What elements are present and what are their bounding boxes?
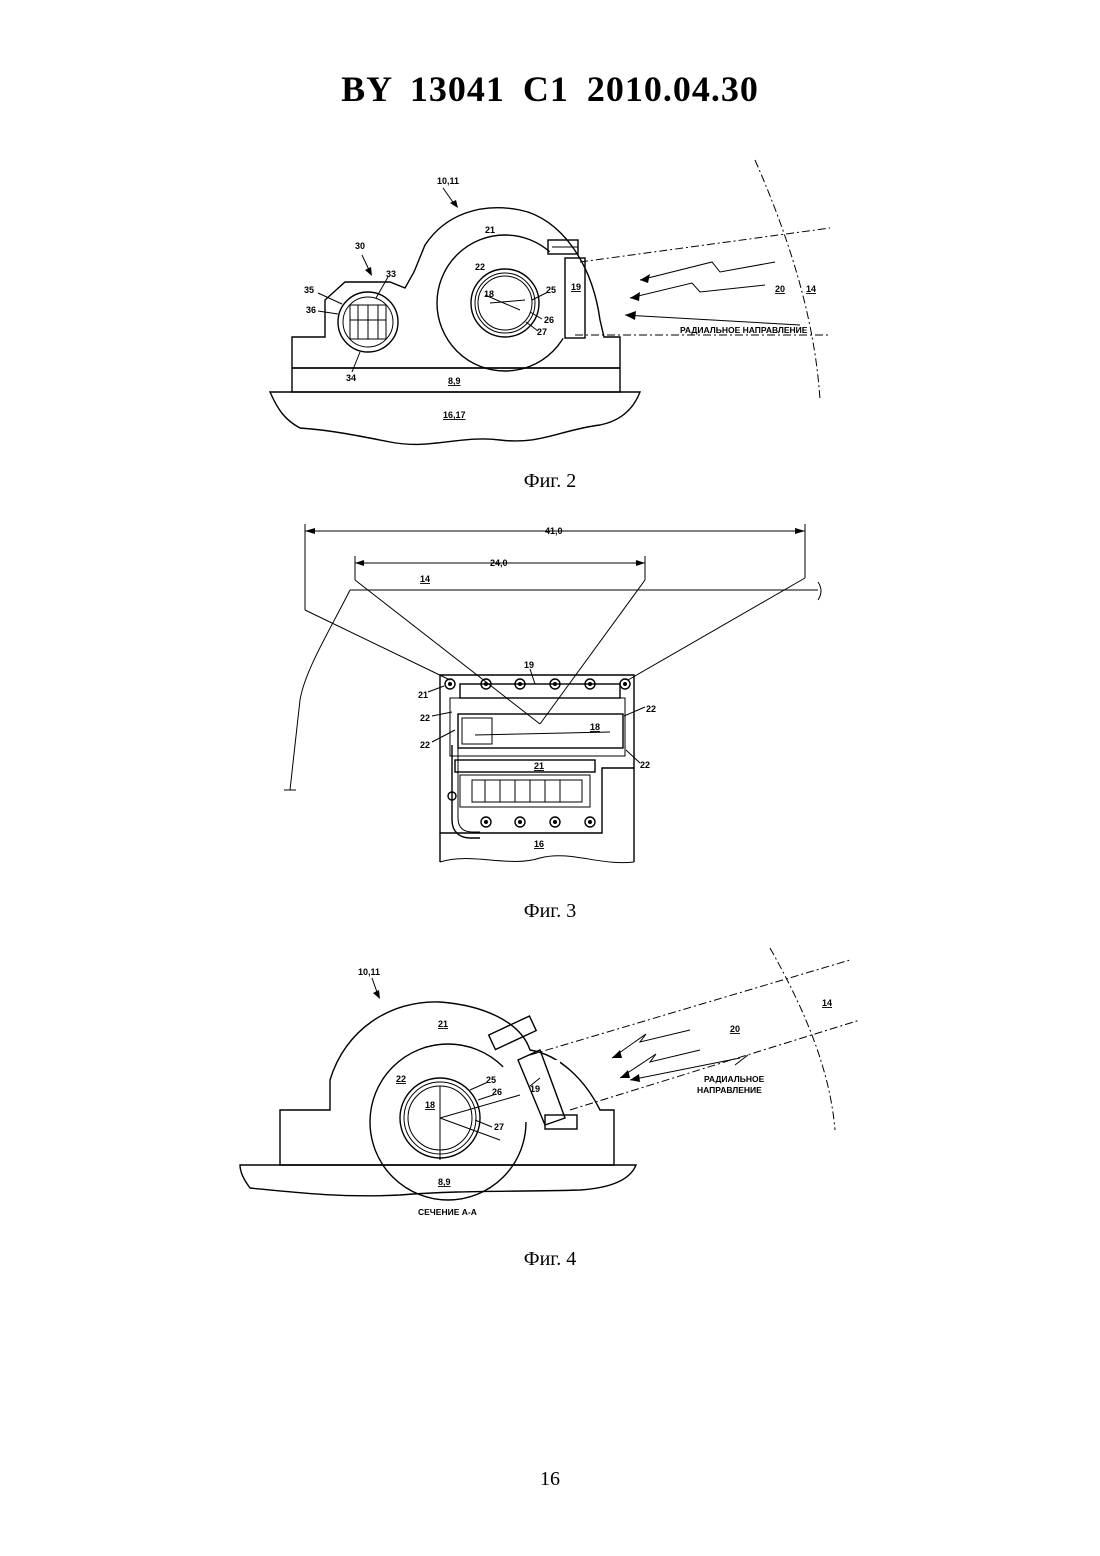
fig2-label-33: 33 (386, 269, 396, 279)
fig3-label-22-c: 22 (646, 704, 656, 714)
page-number: 16 (0, 1468, 1100, 1491)
fig2-label-22: 22 (475, 262, 485, 272)
fig3-label-22-b: 22 (420, 740, 430, 750)
fig4-label-8-9: 8,9 (438, 1177, 451, 1187)
fig4-label-27: 27 (494, 1122, 504, 1132)
fig4-label-25: 25 (486, 1075, 496, 1085)
fig2-label-27: 27 (537, 327, 547, 337)
figure-2-caption: Фиг. 2 (0, 470, 1100, 493)
fig2-label-21: 21 (485, 225, 495, 235)
fig3-label-21-bottom: 21 (534, 761, 544, 771)
fig4-label-19: 19 (530, 1084, 540, 1094)
fig3-label-22-d: 22 (640, 760, 650, 770)
fig4-label-21: 21 (438, 1019, 448, 1029)
fig2-label-35: 35 (304, 285, 314, 295)
fig2-label-25: 25 (546, 285, 556, 295)
fig3-label-18: 18 (590, 722, 600, 732)
fig2-label-18: 18 (484, 289, 494, 299)
fig2-label-19: 19 (571, 282, 581, 292)
fig2-label-36: 36 (306, 305, 316, 315)
fig4-label-26: 26 (492, 1087, 502, 1097)
fig4-label-radial-2: НАПРАВЛЕНИЕ (697, 1085, 762, 1095)
fig4-label-22: 22 (396, 1074, 406, 1084)
fig4-label-18: 18 (425, 1100, 435, 1110)
fig4-label-20: 20 (730, 1024, 740, 1034)
fig2-label-20: 20 (775, 284, 785, 294)
fig2-label-26: 26 (544, 315, 554, 325)
fig2-label-30: 30 (355, 241, 365, 251)
fig3-label-16: 16 (534, 839, 544, 849)
fig4-label-radial-1: РАДИАЛЬНОЕ (704, 1074, 765, 1084)
fig2-label-10-11: 10,11 (437, 176, 459, 186)
fig2-label-34: 34 (346, 373, 356, 383)
fig3-label-21-top: 21 (418, 690, 428, 700)
figure-3-caption: Фиг. 3 (0, 900, 1100, 923)
figure-3-drawing: 41,0 24,0 14 19 21 22 22 22 22 18 21 16 (0, 515, 1100, 875)
figure-4-caption: Фиг. 4 (0, 1248, 1100, 1271)
figure-4-drawing: 10,11 21 22 18 25 26 27 19 20 14 8,9 РАД… (0, 945, 1100, 1220)
fig2-label-8-9: 8,9 (448, 376, 461, 386)
document-header: BY 13041 C1 2010.04.30 (0, 68, 1100, 110)
fig2-label-16-17: 16,17 (443, 410, 466, 420)
figure-2-drawing: 10,11 30 33 35 36 34 21 22 18 25 26 27 1… (0, 155, 1100, 455)
fig4-label-section: СЕЧЕНИЕ А-А (418, 1207, 477, 1217)
fig3-label-19: 19 (524, 660, 534, 670)
fig4-label-10-11: 10,11 (358, 967, 380, 977)
fig3-label-14: 14 (420, 574, 430, 584)
fig2-label-14: 14 (806, 284, 816, 294)
fig3-dim-41: 41,0 (545, 526, 563, 536)
fig2-label-radial: РАДИАЛЬНОЕ НАПРАВЛЕНИЕ (680, 325, 808, 335)
fig3-label-22-a: 22 (420, 713, 430, 723)
fig4-label-14: 14 (822, 998, 832, 1008)
fig3-dim-24: 24,0 (490, 558, 508, 568)
